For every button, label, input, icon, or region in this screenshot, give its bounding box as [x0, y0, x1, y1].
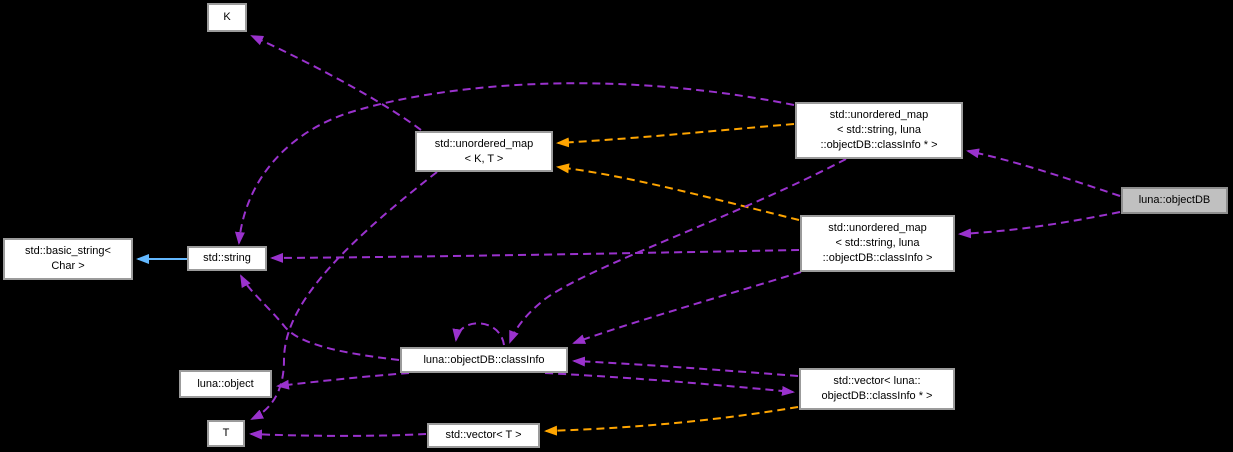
edge-vecptr-to-vect	[544, 406, 799, 436]
edge-umapkt-to-k	[250, 35, 422, 131]
edge-umapval-to-umapkt	[556, 163, 800, 221]
edge-vecptr-to-classinfo	[572, 356, 799, 377]
node-unordered-map-k-t[interactable]: std::unordered_map < K, T >	[415, 131, 553, 172]
edge-umapval-to-classinfo	[572, 271, 802, 344]
node-t[interactable]: T	[207, 420, 245, 447]
edge-classinfo-to-string	[240, 274, 400, 361]
edge-classinfo-to-lunaobject	[276, 372, 410, 390]
edge-umapval-to-string	[270, 249, 800, 263]
node-luna-object[interactable]: luna::object	[179, 370, 272, 398]
edge-umapptr-to-umapkt	[556, 123, 795, 148]
node-std-string[interactable]: std::string	[187, 246, 267, 271]
edge-classinfo-to-vecptr	[544, 372, 795, 396]
edge-umapptr-to-classinfo	[509, 158, 847, 344]
edge-umapptr-to-string	[234, 82, 795, 245]
edge-objectdb-to-umapval	[958, 211, 1121, 239]
node-unordered-map-classinfo-ptr[interactable]: std::unordered_map < std::string, luna :…	[795, 102, 963, 159]
edge-objectdb-to-umapptr	[966, 148, 1121, 197]
node-luna-objectdb: luna::objectDB	[1121, 187, 1228, 214]
node-vector-t[interactable]: std::vector< T >	[427, 423, 540, 448]
node-k[interactable]: K	[207, 3, 247, 32]
edge-classinfo-self-loop	[452, 322, 505, 346]
node-unordered-map-classinfo[interactable]: std::unordered_map < std::string, luna :…	[800, 215, 955, 272]
node-vector-classinfo-ptr[interactable]: std::vector< luna:: objectDB::classInfo …	[799, 368, 955, 410]
node-basic-string[interactable]: std::basic_string< Char >	[3, 238, 133, 280]
node-objectdb-classinfo[interactable]: luna::objectDB::classInfo	[400, 347, 568, 373]
edge-vect-to-t	[249, 429, 427, 440]
edge-umapkt-to-t	[250, 171, 438, 420]
